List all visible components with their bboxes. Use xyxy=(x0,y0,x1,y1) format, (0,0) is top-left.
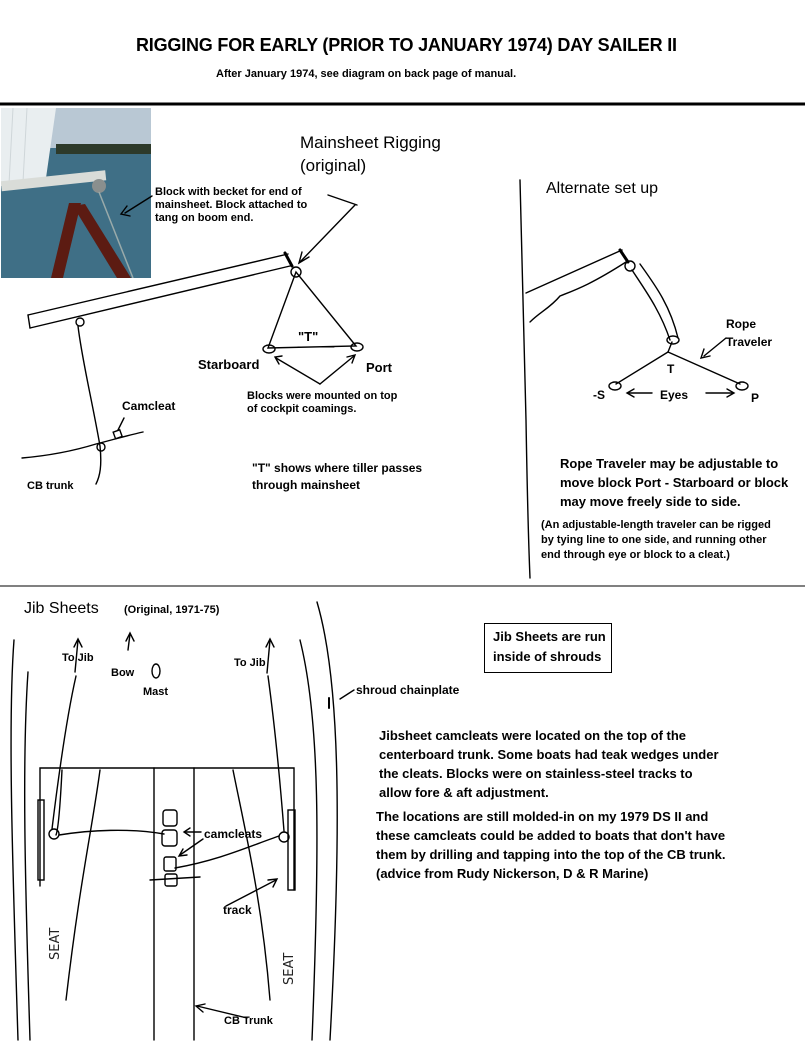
alt-s-text: S xyxy=(597,388,606,402)
mainsheet-heading: Mainsheet Rigging xyxy=(300,133,441,152)
alt-t-label: T xyxy=(667,362,675,376)
traveler-small-line: end through eye or block to a cleat.) xyxy=(541,549,730,561)
track-label: track xyxy=(223,903,252,917)
block-note-line: mainsheet. Block attached to xyxy=(155,199,308,211)
mainsheet-heading-sub: (original) xyxy=(300,156,367,175)
traveler-note-line: move block Port - Starboard or block xyxy=(560,475,789,490)
camcleats-label: camcleats xyxy=(204,827,263,841)
cb-trunk-bottom-label: CB Trunk xyxy=(224,1015,273,1027)
traveler-note-line: Rope Traveler may be adjustable to xyxy=(560,456,779,471)
blocks-note: Blocks were mounted on top of cockpit co… xyxy=(247,390,397,416)
seat-label-left: SEAT xyxy=(48,927,63,960)
traveler-small-line: by tying line to one side, and running o… xyxy=(541,534,767,546)
port-label: Port xyxy=(366,360,392,375)
traveler-note-line: may move freely side to side. xyxy=(560,494,741,509)
mast-label: Mast xyxy=(143,686,169,698)
block-note-line: tang on boom end. xyxy=(155,212,254,224)
jib-para-2-line: these camcleats could be added to boats … xyxy=(376,828,726,843)
jib-box-line: inside of shrouds xyxy=(493,649,602,664)
jib-para-1-line: Jibsheet camcleats were located on the t… xyxy=(379,728,687,743)
traveler-small-note: (An adjustable-length traveler can be ri… xyxy=(541,518,771,563)
alternate-heading: Alternate set up xyxy=(546,180,659,197)
jib-era: (Original, 1971-75) xyxy=(124,604,220,616)
alt-s-label: -S xyxy=(593,388,606,402)
shroud-label: shroud chainplate xyxy=(356,683,460,697)
block-note-line: Block with becket for end of xyxy=(155,186,302,198)
jib-box-text: Jib Sheets are run inside of shrouds xyxy=(493,627,606,667)
jib-inside-shrouds-box xyxy=(484,623,612,673)
t-label: "T" xyxy=(298,329,319,344)
to-jib-right: To Jib xyxy=(234,657,266,669)
jib-para-2-line: The locations are still molded-in on my … xyxy=(376,809,709,824)
rope-traveler-line: Traveler xyxy=(726,335,773,349)
seat-label-right: SEAT xyxy=(282,952,297,985)
camcleat-label: Camcleat xyxy=(122,399,176,413)
tiller-note-line: "T" shows where tiller passes xyxy=(252,461,423,475)
page-title: RIGGING FOR EARLY (PRIOR TO JANUARY 1974… xyxy=(136,35,677,55)
bow-label: Bow xyxy=(111,667,135,679)
page-subtitle: After January 1974, see diagram on back … xyxy=(216,68,517,80)
blocks-note-line: Blocks were mounted on top xyxy=(247,390,398,402)
jib-para-1-line: centerboard trunk. Some boats had teak w… xyxy=(379,747,719,762)
jib-para-2-line: (advice from Rudy Nickerson, D & R Marin… xyxy=(376,866,649,881)
tiller-note: "T" shows where tiller passes through ma… xyxy=(252,460,422,494)
traveler-note: Rope Traveler may be adjustable to move … xyxy=(560,454,788,511)
to-jib-left: To Jib xyxy=(62,652,94,664)
jib-para-1-line: allow fore & aft adjustment. xyxy=(379,785,549,800)
jib-heading: Jib Sheets xyxy=(24,600,99,617)
jib-para-1: Jibsheet camcleats were located on the t… xyxy=(379,726,719,802)
rope-traveler-label: Rope Traveler xyxy=(726,315,772,351)
jib-box-line: Jib Sheets are run xyxy=(493,629,606,644)
rope-traveler-line: Rope xyxy=(726,317,756,331)
jib-para-2: The locations are still molded-in on my … xyxy=(376,807,726,883)
blocks-note-line: of cockpit coamings. xyxy=(247,403,357,415)
jib-para-1-line: the cleats. Blocks were on stainless-ste… xyxy=(379,766,693,781)
traveler-small-line: (An adjustable-length traveler can be ri… xyxy=(541,519,771,531)
boom-end-photo xyxy=(1,108,151,278)
tiller-note-line: through mainsheet xyxy=(252,478,361,492)
alt-p-label: P xyxy=(751,391,760,405)
cb-trunk-label: CB trunk xyxy=(27,480,74,492)
eyes-label: Eyes xyxy=(660,388,689,402)
jib-para-2-line: them by drilling and tapping into the to… xyxy=(376,847,726,862)
block-note: Block with becket for end of mainsheet. … xyxy=(155,186,307,225)
starboard-label: Starboard xyxy=(198,357,260,372)
